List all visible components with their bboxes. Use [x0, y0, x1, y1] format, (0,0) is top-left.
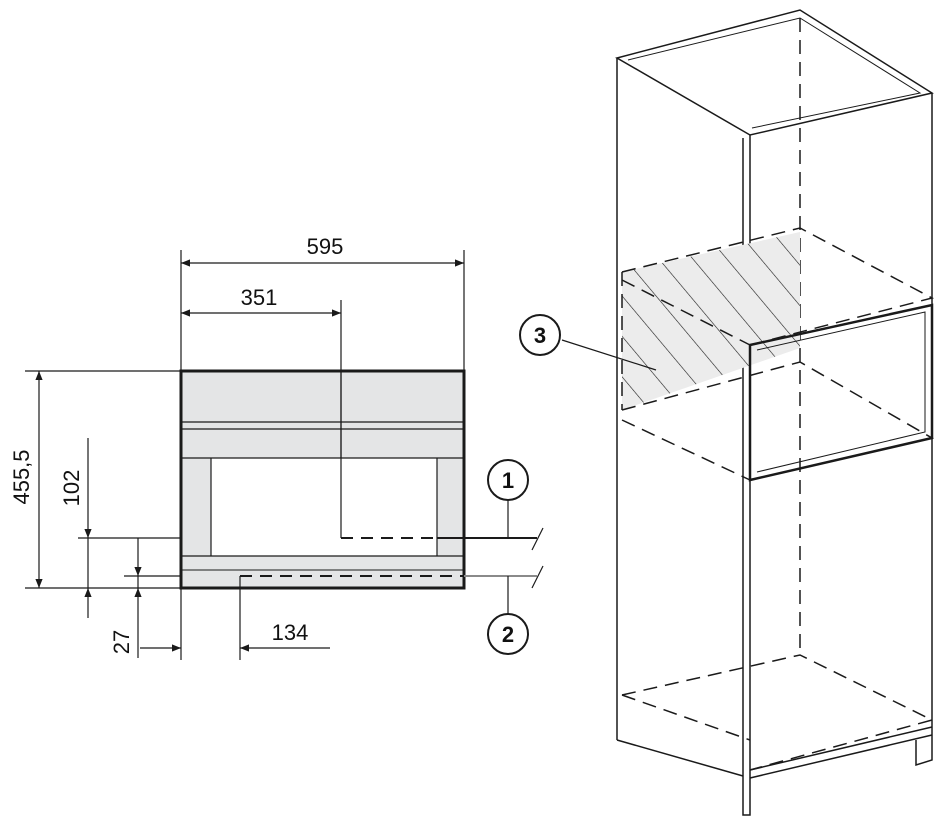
appliance-front — [179, 369, 466, 590]
dim-label-134: 134 — [272, 620, 309, 645]
dim-label-102: 102 — [59, 470, 84, 507]
tall-cabinet — [615, 9, 935, 816]
callout-label-3: 3 — [534, 323, 546, 348]
width-dimension-351 — [181, 300, 342, 538]
reference-line-1 — [341, 498, 544, 551]
dim-label-351: 351 — [241, 285, 278, 310]
callout-label-1: 1 — [502, 468, 514, 493]
callout-1: 1 — [487, 459, 529, 501]
height-dimension-27 — [124, 538, 181, 658]
width-dimension-134 — [140, 576, 330, 660]
height-dimension-102 — [78, 438, 181, 618]
height-dimension-455 — [25, 370, 181, 589]
callout-3: 3 — [519, 314, 657, 371]
callout-label-2: 2 — [502, 622, 514, 647]
front-view — [25, 250, 544, 660]
reference-line-2 — [240, 565, 544, 614]
dim-label-595: 595 — [307, 234, 344, 259]
width-dimension-595 — [180, 250, 465, 371]
dim-label-27: 27 — [109, 630, 134, 654]
dim-label-455: 455,5 — [9, 449, 34, 504]
callout-2: 2 — [487, 613, 529, 655]
